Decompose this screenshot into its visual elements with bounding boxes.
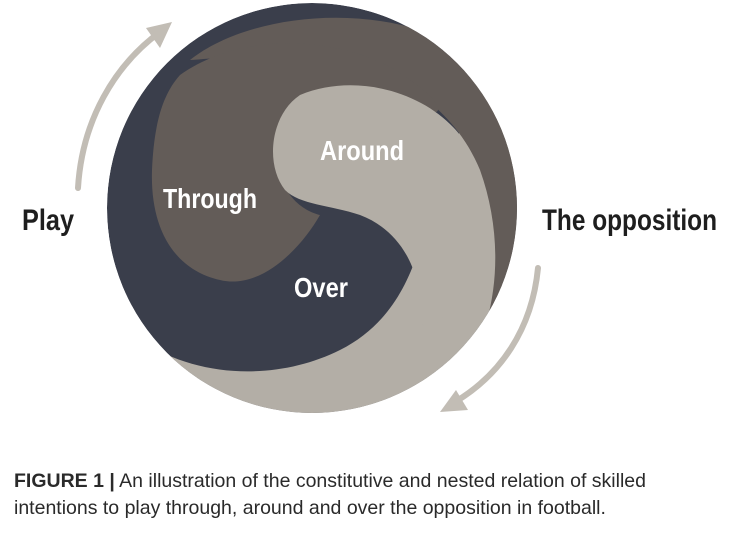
diagram: Play The opposition Through Around Over bbox=[22, 3, 717, 413]
figure-caption-text: An illustration of the constitutive and … bbox=[14, 470, 646, 519]
cycle-arrow-top-icon bbox=[75, 22, 172, 191]
label-through: Through bbox=[163, 183, 257, 214]
through-region bbox=[151, 43, 439, 282]
swirl-disc bbox=[107, 3, 517, 413]
label-around: Around bbox=[320, 135, 404, 166]
figure-label: FIGURE 1 | bbox=[14, 470, 115, 492]
label-opposition: The opposition bbox=[542, 204, 717, 237]
around-outer-band bbox=[107, 65, 516, 413]
label-over: Over bbox=[294, 272, 348, 303]
figure-caption: FIGURE 1 | An illustration of the consti… bbox=[14, 468, 714, 522]
label-play: Play bbox=[22, 204, 74, 237]
around-region bbox=[273, 85, 483, 327]
cycle-arrow-bottom-icon bbox=[440, 265, 541, 412]
